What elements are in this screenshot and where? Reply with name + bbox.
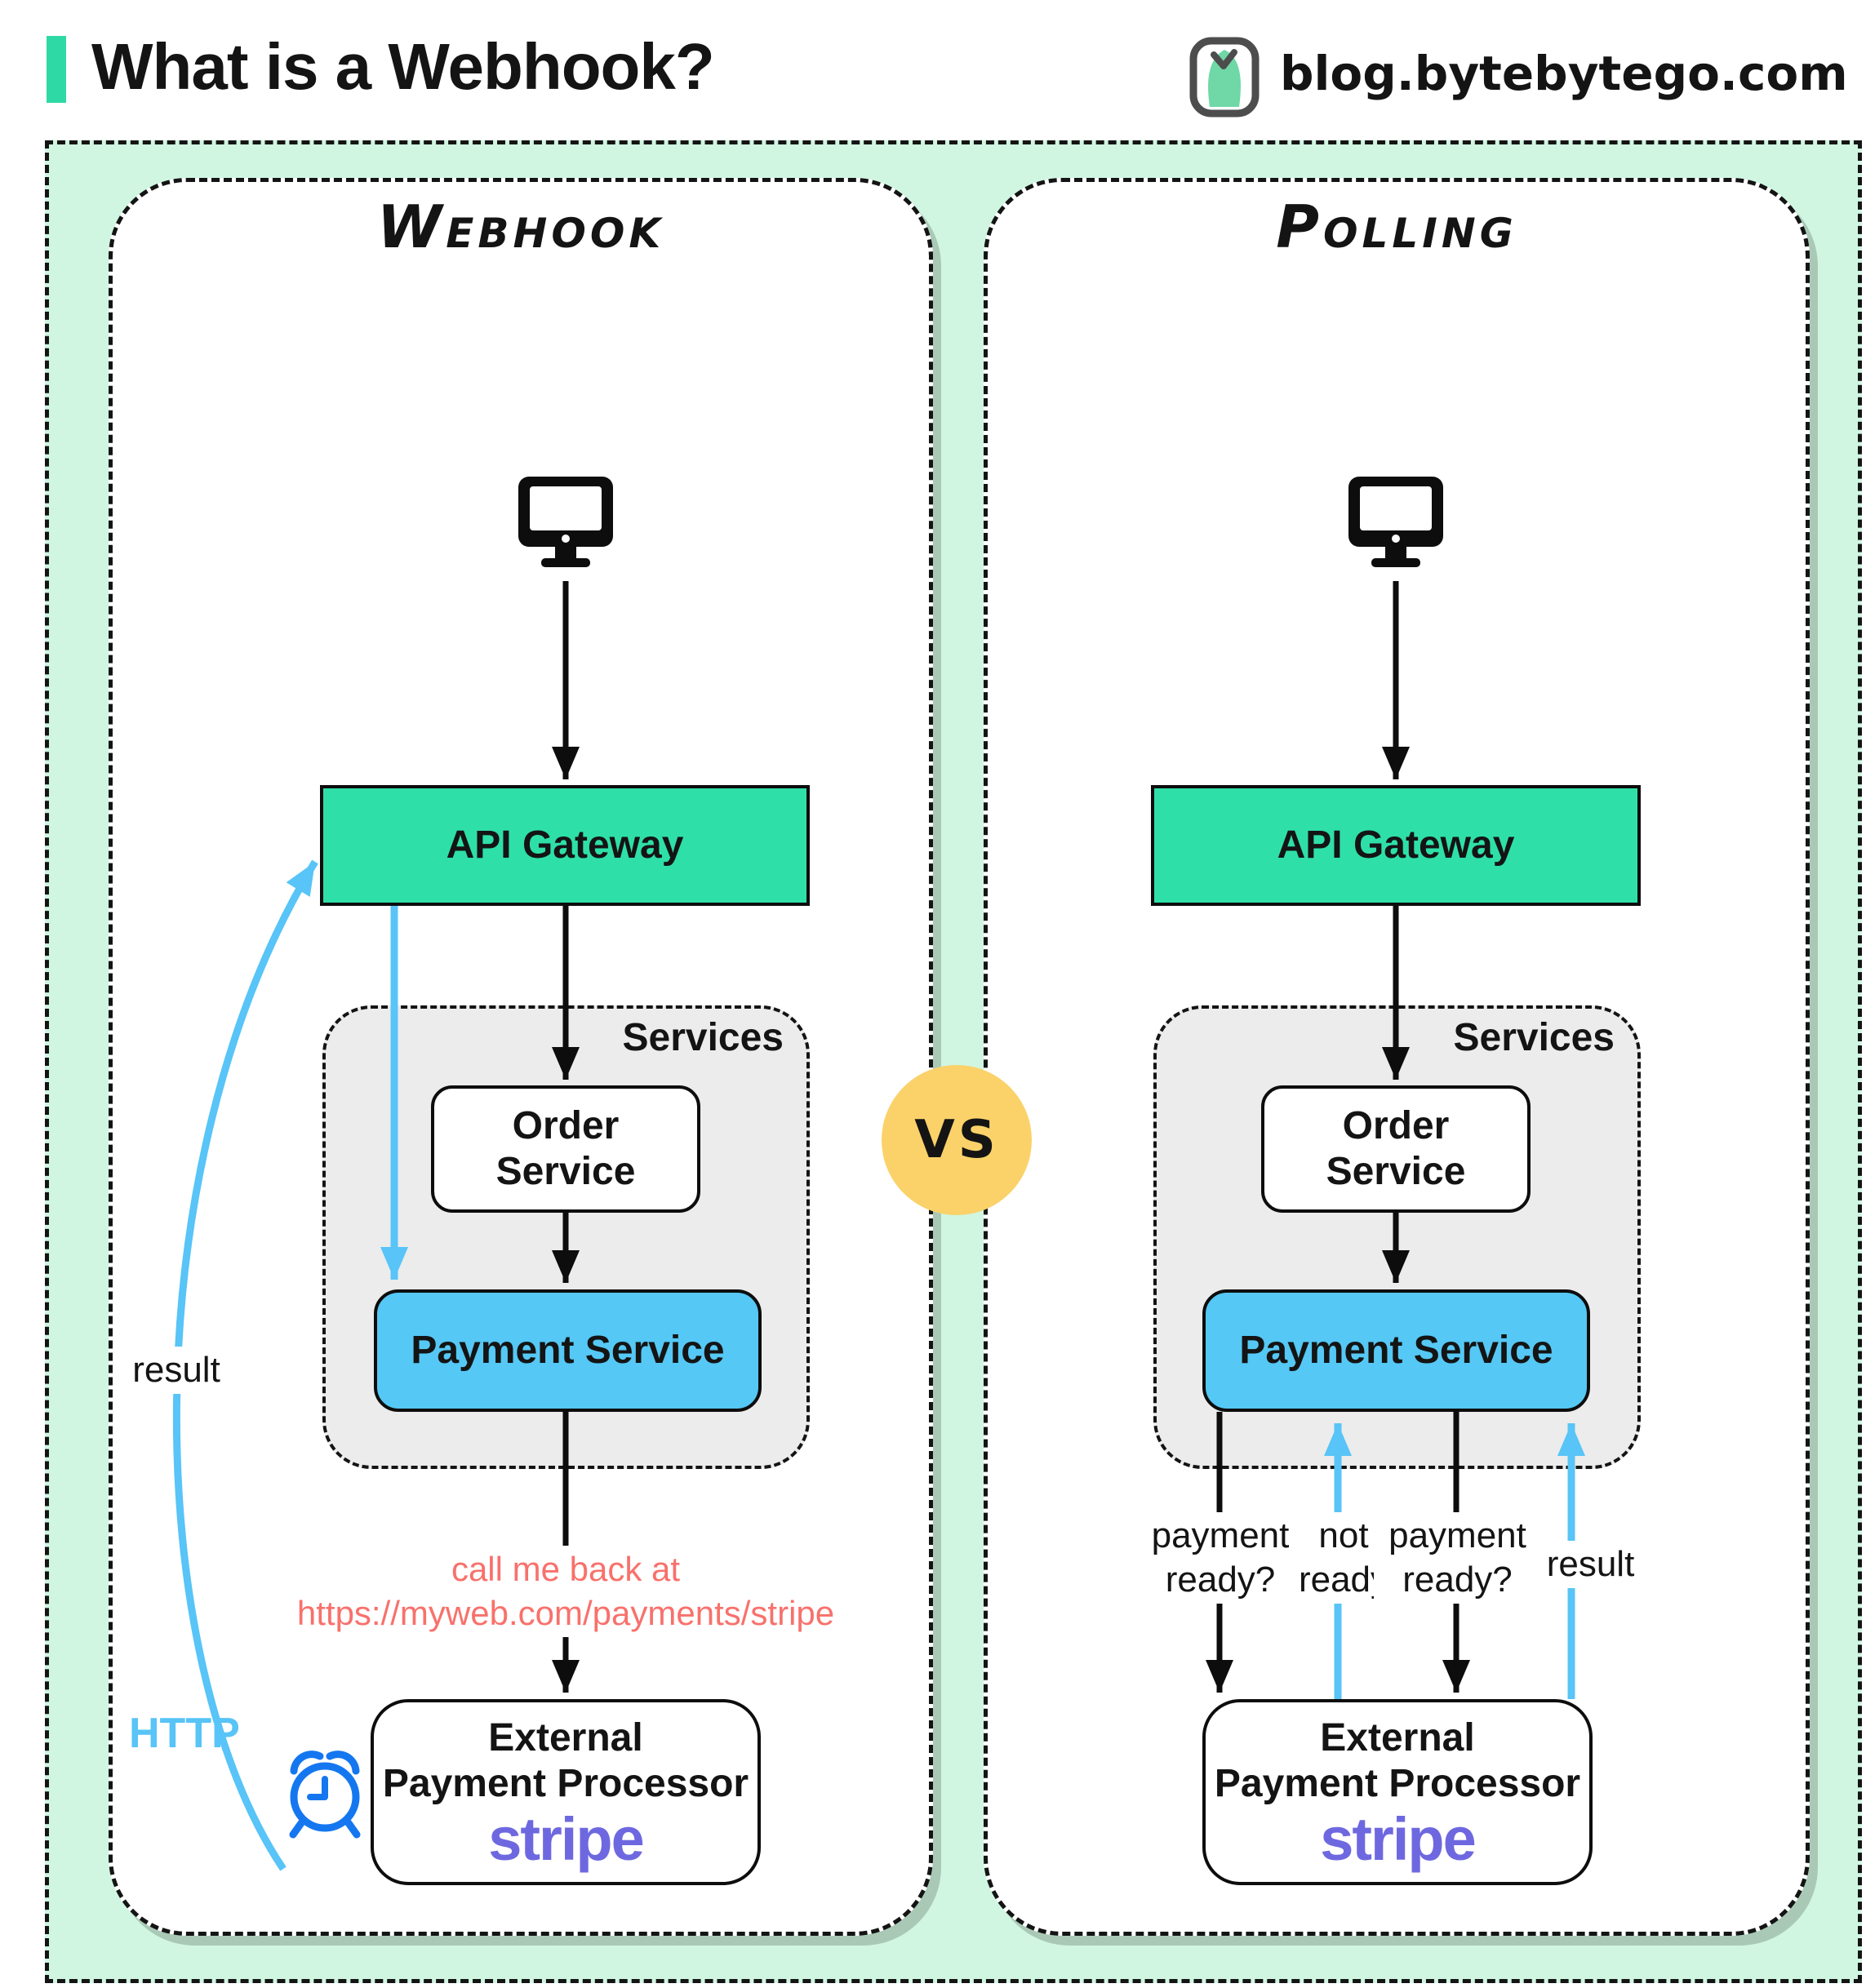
desktop-monitor-icon [518, 477, 613, 567]
polling-api-gateway-box: API Gateway [1151, 785, 1641, 906]
stripe-logo: stripe [1320, 1805, 1477, 1873]
stripe-logo: stripe [488, 1805, 645, 1873]
title-accent-bar [47, 36, 66, 103]
polling-order-service-label: Order Service [1326, 1104, 1466, 1193]
callback-note: call me back at https://myweb.com/paymen… [278, 1546, 854, 1637]
vs-badge: VS [882, 1065, 1032, 1215]
webhook-external-line2: Payment Processor [382, 1762, 749, 1805]
callback-line2: https://myweb.com/payments/stripe [296, 1594, 835, 1632]
webhook-api-gateway-box: API Gateway [320, 785, 810, 906]
polling-external-processor-box: External Payment Processor stripe [1202, 1699, 1593, 1885]
bytebytego-logo-icon [1189, 37, 1260, 118]
polling-panel-title: Polling [1276, 193, 1517, 261]
webhook-external-processor-box: External Payment Processor stripe [371, 1699, 761, 1885]
alarm-clock-icon [289, 1751, 361, 1839]
webhook-panel-title: Webhook [376, 193, 665, 261]
polling-query2-label: payment ready? [1374, 1512, 1541, 1604]
logo-leaf-shape [1208, 50, 1241, 107]
http-label: HTTP [129, 1710, 240, 1757]
webhook-external-line1: External [488, 1716, 643, 1759]
desktop-monitor-icon [1348, 477, 1443, 567]
webhook-api-gateway-label: API Gateway [446, 823, 684, 867]
webhook-order-service-box: Order Service [431, 1085, 700, 1213]
polling-result-label: result [1531, 1541, 1650, 1588]
polling-query1-label: payment ready? [1135, 1512, 1306, 1604]
polling-external-line2: Payment Processor [1214, 1762, 1581, 1805]
webhook-payment-service-box: Payment Service [374, 1289, 762, 1412]
webhook-order-service-label: Order Service [495, 1104, 636, 1193]
polling-order-service-box: Order Service [1261, 1085, 1531, 1213]
logo-check-shape [1211, 49, 1237, 69]
polling-external-line1: External [1320, 1716, 1475, 1759]
page-title: What is a Webhook? [91, 30, 715, 103]
webhook-payment-service-label: Payment Service [411, 1329, 725, 1372]
webhook-result-label: result [113, 1347, 240, 1394]
polling-payment-service-box: Payment Service [1202, 1289, 1590, 1412]
polling-services-label: Services [1453, 1016, 1615, 1059]
polling-api-gateway-label: API Gateway [1277, 823, 1515, 867]
callback-line1: call me back at [451, 1550, 681, 1588]
vs-label: VS [914, 1110, 999, 1170]
brand-text: blog.bytebytego.com [1280, 46, 1848, 101]
webhook-services-label: Services [622, 1016, 784, 1059]
polling-payment-service-label: Payment Service [1239, 1329, 1553, 1372]
